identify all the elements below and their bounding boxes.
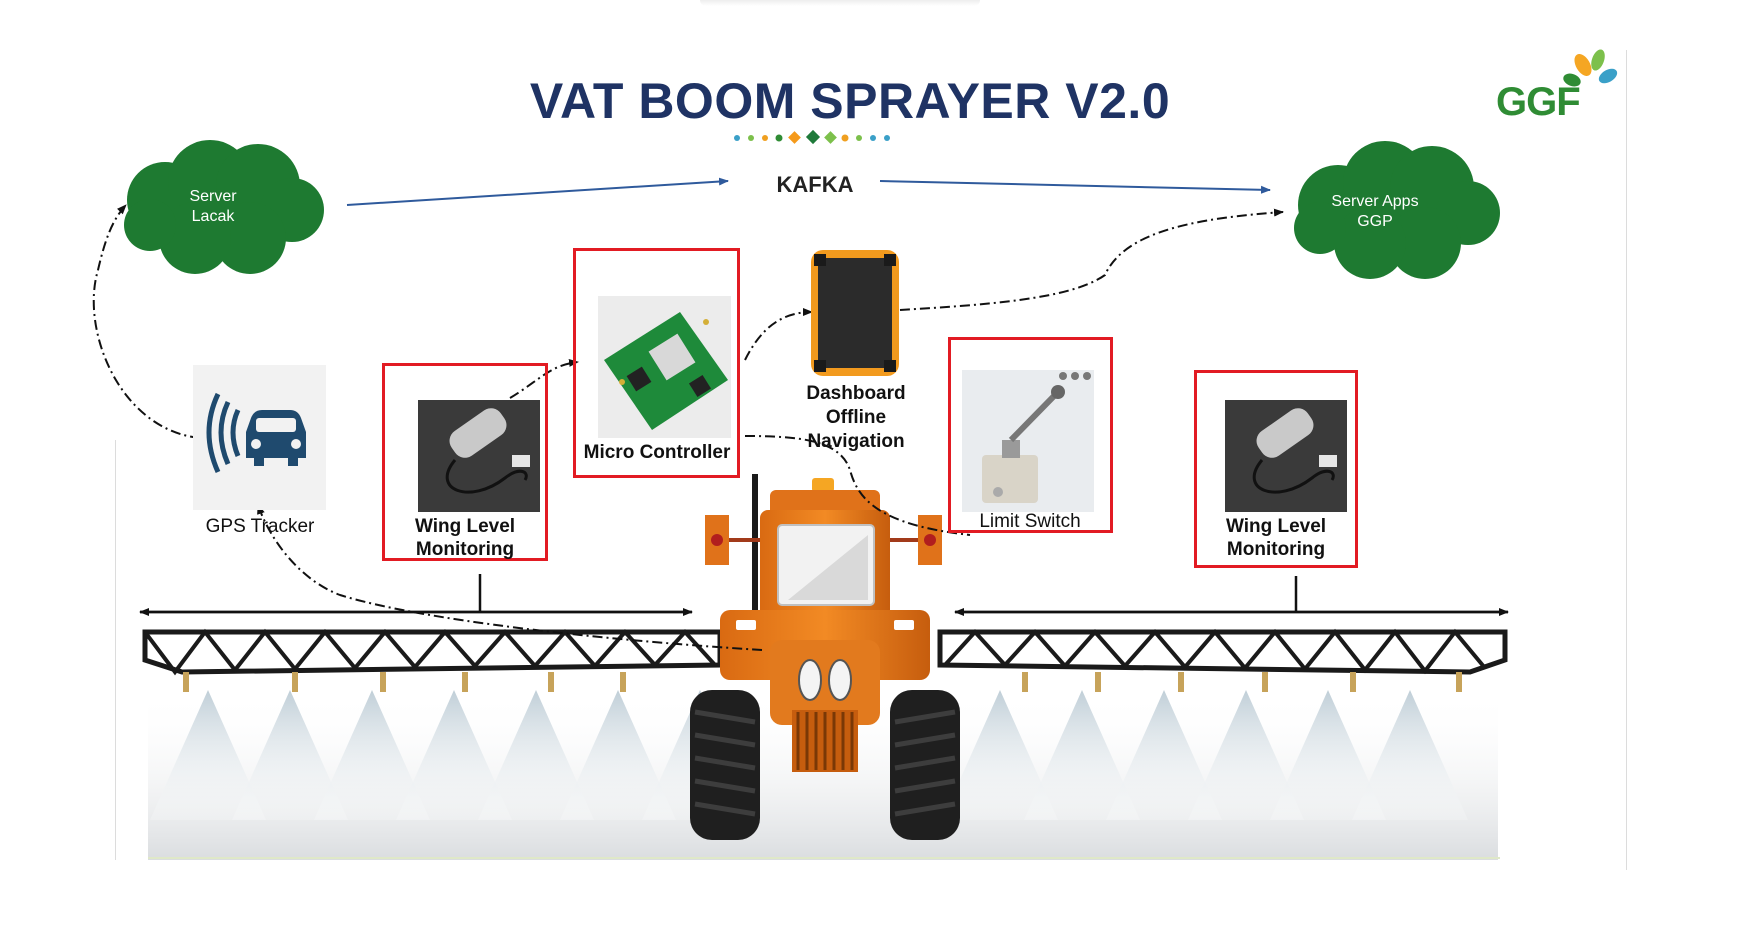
dashboard-label: Dashboard Offline Navigation <box>792 382 920 454</box>
wing-level-right-highlight <box>1194 370 1358 568</box>
circuit-board-icon <box>598 296 731 438</box>
server-lacak-label: Server Lacak <box>168 187 258 227</box>
limit-switch-icon <box>962 370 1094 512</box>
flow-gps-to-server-lacak <box>92 204 201 439</box>
flow-tractor-to-gps <box>257 504 763 651</box>
kafka-label: KAFKA <box>776 172 854 197</box>
gps-tracker-label: GPS Tracker <box>205 516 315 537</box>
tablet-icon <box>811 250 899 376</box>
boom-right <box>937 628 1508 675</box>
wing-level-left-line1: Wing Level <box>414 516 516 537</box>
micro-controller-label: Micro Controller <box>583 442 731 463</box>
limit-switch-label: Limit Switch <box>979 511 1081 532</box>
dashboard-line2: Offline <box>825 407 887 428</box>
flow-micro-to-dashboard <box>744 308 813 361</box>
boom-left <box>142 628 723 676</box>
kafka-arrow-right <box>879 180 1271 194</box>
server-lacak-line2: Lacak <box>191 208 235 225</box>
level-sensor-icon-left <box>418 400 540 512</box>
server-apps-line1: Server Apps <box>1331 193 1419 210</box>
flow-wing-to-micro <box>509 358 579 399</box>
wing-level-left-line2: Monitoring <box>415 539 515 560</box>
flow-micro-to-limit-switch <box>744 435 971 536</box>
top-shadow <box>700 0 980 6</box>
wing-level-left-highlight <box>382 363 548 561</box>
frame-border-right <box>1626 50 1627 870</box>
flow-dashboard-to-server-apps <box>899 208 1284 311</box>
dashboard-line1: Dashboard <box>806 383 906 404</box>
ggf-logo-leaves-icon <box>1563 49 1618 87</box>
wing-level-right-line2: Monitoring <box>1226 539 1326 560</box>
server-apps-line2: GGP <box>1357 213 1393 230</box>
spray-nozzles <box>183 672 1462 692</box>
page-title: VAT BOOM SPRAYER V2.0 <box>529 73 1171 129</box>
tractor-boom-sprayer-icon <box>690 474 960 840</box>
dashboard-line3: Navigation <box>807 431 905 452</box>
limit-switch-highlight <box>948 337 1113 533</box>
car-signal-icon <box>206 392 306 474</box>
wing-level-left-label: Wing Level Monitoring <box>392 515 538 561</box>
wing-level-right-line1: Wing Level <box>1225 516 1327 537</box>
level-sensor-icon-right <box>1225 400 1347 512</box>
ggf-logo: GGF <box>1496 80 1581 124</box>
frame-border-left <box>115 440 116 860</box>
server-apps-ggp-cloud <box>1294 141 1500 279</box>
server-lacak-line1: Server <box>189 188 237 205</box>
wing-level-right-label: Wing Level Monitoring <box>1203 515 1349 561</box>
title-decoration <box>734 129 890 145</box>
server-apps-label: Server Apps GGP <box>1320 192 1430 232</box>
micro-controller-highlight <box>573 248 740 478</box>
server-lacak-cloud <box>124 140 324 274</box>
kafka-arrow-left <box>346 177 729 206</box>
